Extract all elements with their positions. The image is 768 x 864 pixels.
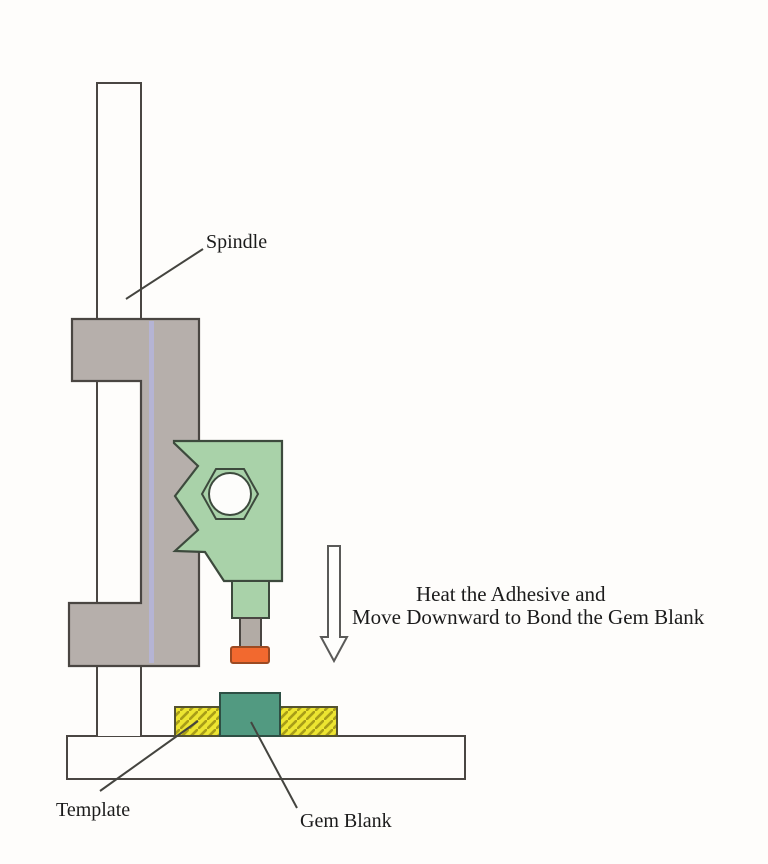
carriage-bracket <box>67 317 201 668</box>
bracket-stripe <box>149 321 154 663</box>
spindle-leader-line <box>125 248 204 300</box>
gem-blank-shape <box>219 692 281 737</box>
annotation-line-2: Move Downward to Bond the Gem Blank <box>352 605 705 629</box>
template-leader-line <box>99 720 199 792</box>
dop-stick <box>239 617 262 649</box>
nut-bore <box>208 472 252 516</box>
spindle-label: Spindle <box>206 231 268 253</box>
dop-shank <box>231 580 270 619</box>
adhesive-tip <box>230 646 270 664</box>
base-plate <box>66 735 466 780</box>
template-label: Template <box>56 799 131 821</box>
gem-blank-label: Gem Blank <box>300 810 392 832</box>
down-arrow-icon <box>319 545 349 664</box>
gem-blank-leader-line <box>250 721 298 809</box>
annotation-line-1: Heat the Adhesive and <box>416 582 606 606</box>
